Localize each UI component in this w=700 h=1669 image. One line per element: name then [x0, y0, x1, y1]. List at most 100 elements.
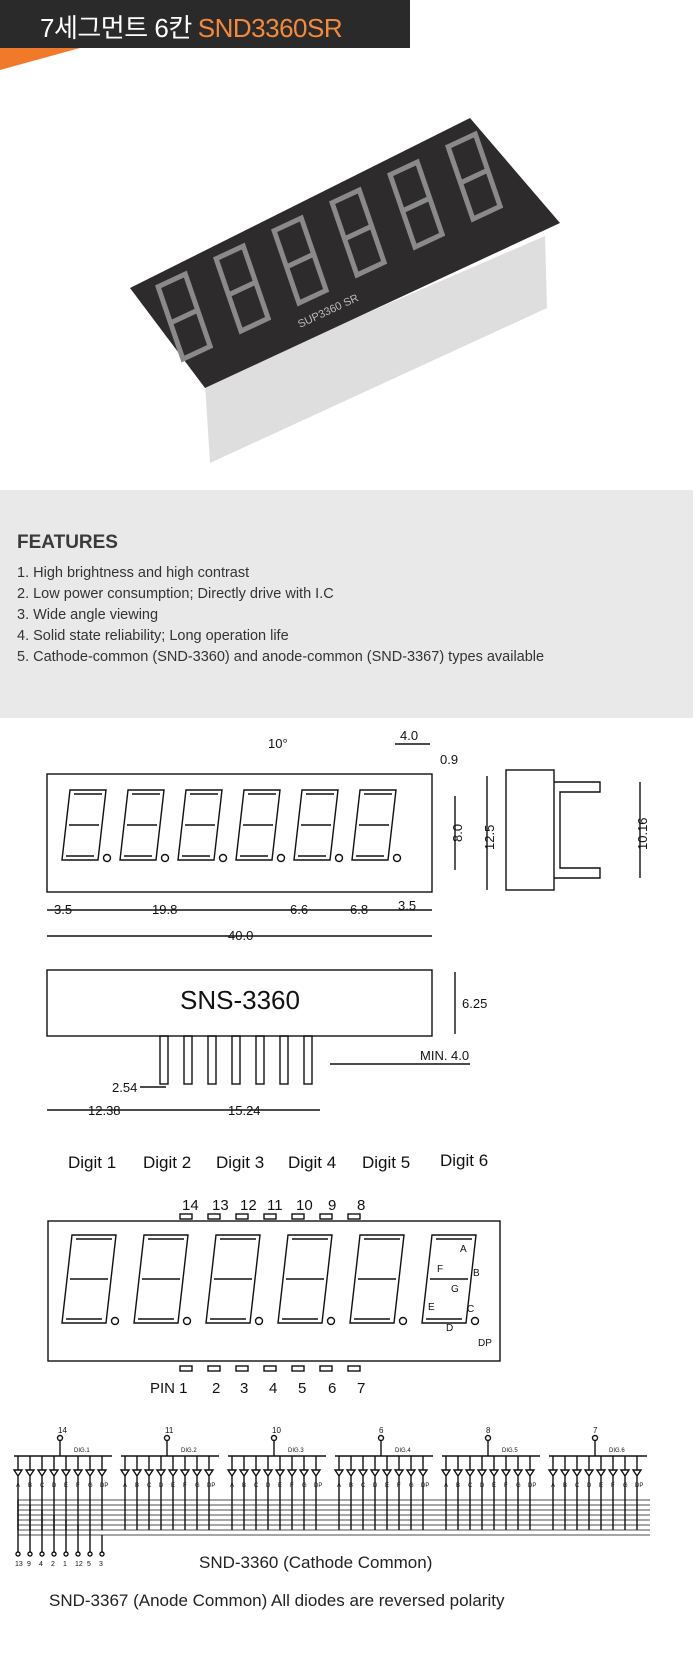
diode [298, 1456, 310, 1530]
diode-segment-label: F [76, 1483, 80, 1489]
common-pin-label: 7 [593, 1426, 598, 1435]
decimal-point [276, 853, 286, 863]
dim-height: 12.5 [482, 825, 497, 850]
common-pin-label: 14 [58, 1426, 67, 1435]
pin-marker [319, 1365, 333, 1372]
title-code: SND3360SR [197, 13, 343, 43]
diode-segment-label: D [480, 1483, 485, 1489]
decimal-point [110, 1316, 120, 1326]
diode-segment-label: B [563, 1483, 567, 1489]
diode-segment-label: E [599, 1483, 603, 1489]
pin-top: 13 [212, 1197, 229, 1214]
diode [559, 1456, 571, 1530]
segment-pin-label: 5 [87, 1561, 91, 1568]
segment-label: C [467, 1304, 474, 1315]
diode [464, 1456, 476, 1530]
pin-bottom: PIN 1 [150, 1380, 188, 1397]
diode-segment-label: A [16, 1483, 20, 1489]
diode-segment-label: F [611, 1483, 615, 1489]
pin-node [99, 1551, 105, 1557]
segment-outline [205, 1234, 261, 1324]
digit-circuit-label: DIG.1 [74, 1448, 90, 1454]
diode-segment-label: G [195, 1483, 200, 1489]
pin-node [15, 1551, 21, 1557]
decimal-point [392, 853, 402, 863]
segment-outline [61, 1234, 117, 1324]
diode-segment-label: D [373, 1483, 378, 1489]
diode [179, 1456, 191, 1530]
diode-segment-label: A [551, 1483, 555, 1489]
photo-digit [444, 130, 504, 223]
title-accent [0, 48, 80, 70]
segment-label: D [446, 1323, 453, 1334]
photo-segment [154, 270, 214, 363]
common-pin-label: 10 [272, 1426, 281, 1435]
feature-item: 4. Solid state reliability; Long operati… [17, 628, 289, 644]
title-name: 7세그먼트 6칸 [40, 13, 192, 43]
segment-label: F [437, 1264, 443, 1275]
dim-pitch-2: 6.8 [350, 902, 368, 917]
dim-dp-gap: 0.9 [440, 752, 458, 767]
pin-node [87, 1551, 93, 1557]
diode [440, 1456, 452, 1530]
lead [255, 1035, 265, 1085]
diode-segment-label: E [64, 1483, 68, 1489]
pin-marker [207, 1365, 221, 1372]
side-view-pins [554, 781, 601, 879]
diode [405, 1456, 417, 1530]
diode-segment-label: DP [421, 1483, 429, 1489]
pin-marker [235, 1213, 249, 1220]
diode [357, 1456, 369, 1530]
pin-marker [235, 1365, 249, 1372]
pin-bottom: 7 [357, 1380, 365, 1397]
pin-marker [291, 1213, 305, 1220]
segment-label: DP [478, 1338, 492, 1349]
segment-label: A [460, 1244, 467, 1255]
diode [333, 1456, 345, 1530]
diode-segment-label: D [266, 1483, 271, 1489]
dim-body-depth: 6.25 [462, 996, 487, 1011]
pin-top: 12 [240, 1197, 257, 1214]
decimal-point [326, 1316, 336, 1326]
caption-cathode: SND-3360 (Cathode Common) [199, 1553, 432, 1572]
diode-segment-label: C [468, 1483, 473, 1489]
digit-label: Digit 2 [143, 1153, 191, 1172]
diode [155, 1456, 167, 1530]
segment-outline [177, 789, 223, 861]
common-pin-label: 8 [486, 1426, 491, 1435]
pin-node [377, 1434, 385, 1442]
segment-outline [349, 1234, 405, 1324]
digit-label: Digit 5 [362, 1153, 410, 1172]
diode-segment-label: C [147, 1483, 152, 1489]
pin-node [75, 1551, 81, 1557]
segment-outline [61, 789, 107, 861]
segment-pin-label: 2 [51, 1561, 55, 1568]
diode-segment-label: DP [207, 1483, 215, 1489]
pin-marker [207, 1213, 221, 1220]
diode-segment-label: A [444, 1483, 448, 1489]
diode [476, 1456, 488, 1530]
diode [60, 1456, 72, 1530]
pin-bottom: 2 [212, 1380, 220, 1397]
segment-outline [351, 789, 397, 861]
diode-segment-label: A [337, 1483, 341, 1489]
diode [191, 1456, 203, 1530]
diode-segment-label: F [183, 1483, 187, 1489]
features-panel [0, 490, 693, 718]
decimal-point [254, 1316, 264, 1326]
pin-bottom: 5 [298, 1380, 306, 1397]
photo-segment [386, 158, 446, 251]
segment-outline [293, 789, 339, 861]
diode-segment-label: G [88, 1483, 93, 1489]
diode [524, 1456, 536, 1530]
diode [262, 1456, 274, 1530]
digit-circuit-label: DIG.3 [288, 1448, 304, 1454]
dim-left-margin: 3.5 [54, 902, 72, 917]
title-bar [0, 0, 410, 48]
segment-label: B [473, 1268, 480, 1279]
dim-digit-height: 8.0 [450, 824, 465, 842]
pin-node [63, 1551, 69, 1557]
module-base [205, 236, 547, 463]
segment-pin-label: 1 [63, 1561, 67, 1568]
